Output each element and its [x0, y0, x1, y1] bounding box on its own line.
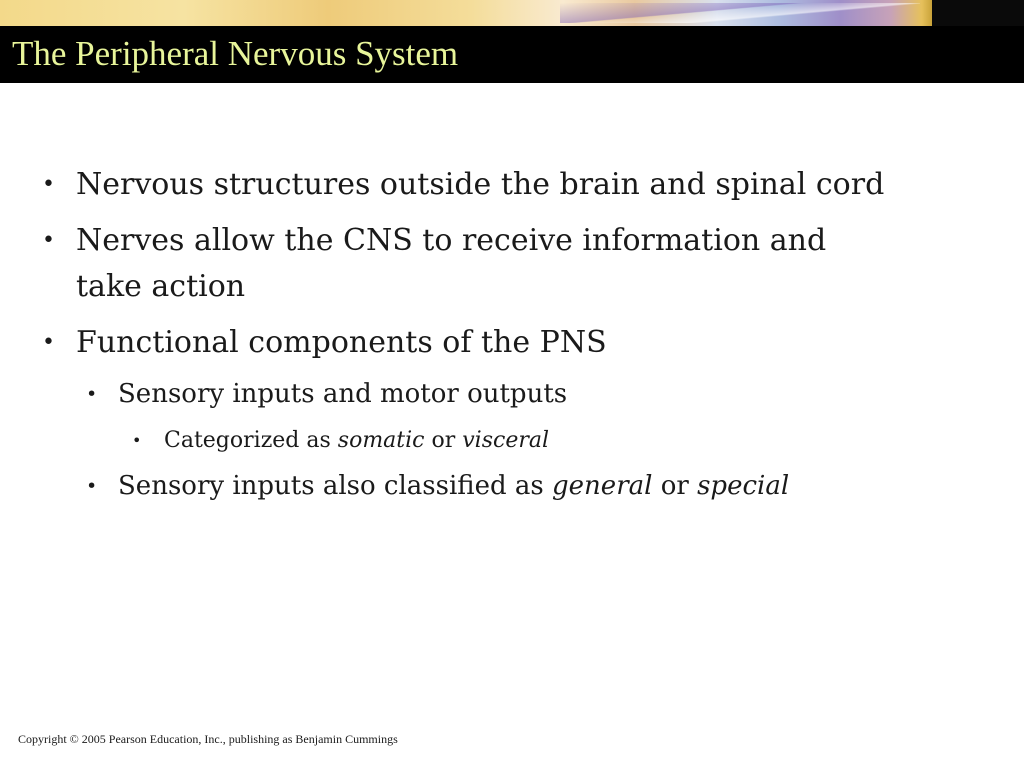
bullet-text-prefix: Categorized as: [164, 428, 338, 453]
bullet-text-line1: Nerves allow the CNS to receive informat…: [76, 223, 827, 258]
bullet-item-3: • Functional components of the PNS: [40, 320, 1000, 366]
bullet-icon: •: [86, 475, 98, 497]
decorative-header-banner: [0, 0, 1024, 26]
title-bar: [0, 26, 1024, 83]
bullet-icon: •: [42, 228, 55, 253]
emphasis-special: special: [697, 471, 790, 501]
bullet-text: Functional components of the PNS: [76, 325, 607, 360]
bullet-text-mid: or: [652, 471, 698, 501]
slide-title: The Peripheral Nervous System: [12, 34, 459, 73]
sub-sub-bullet-item-1: • Categorized as somatic or visceral: [130, 426, 1000, 456]
bullet-text-mid: or: [424, 428, 463, 453]
banner-wave-graphic: [560, 3, 920, 23]
sub-bullet-item-2: • Sensory inputs also classified as gene…: [84, 468, 1000, 504]
bullet-icon: •: [132, 431, 142, 450]
bullet-text: Sensory inputs and motor outputs: [118, 379, 568, 409]
bullet-item-2: • Nerves allow the CNS to receive inform…: [40, 218, 1000, 310]
sub-bullet-item-1: • Sensory inputs and motor outputs: [84, 376, 1000, 412]
bullet-icon: •: [42, 172, 55, 197]
bullet-text-prefix: Sensory inputs also classified as: [118, 471, 553, 501]
bullet-list: • Nervous structures outside the brain a…: [40, 162, 1000, 518]
emphasis-somatic: somatic: [337, 428, 425, 453]
emphasis-general: general: [552, 471, 653, 501]
bullet-text-line2: take action: [76, 269, 246, 304]
bullet-text: Nervous structures outside the brain and…: [76, 167, 885, 202]
bullet-icon: •: [42, 330, 55, 355]
bullet-icon: •: [86, 383, 98, 405]
copyright-footer: Copyright © 2005 Pearson Education, Inc.…: [18, 732, 398, 746]
bullet-item-1: • Nervous structures outside the brain a…: [40, 162, 1000, 208]
emphasis-visceral: visceral: [462, 428, 550, 453]
